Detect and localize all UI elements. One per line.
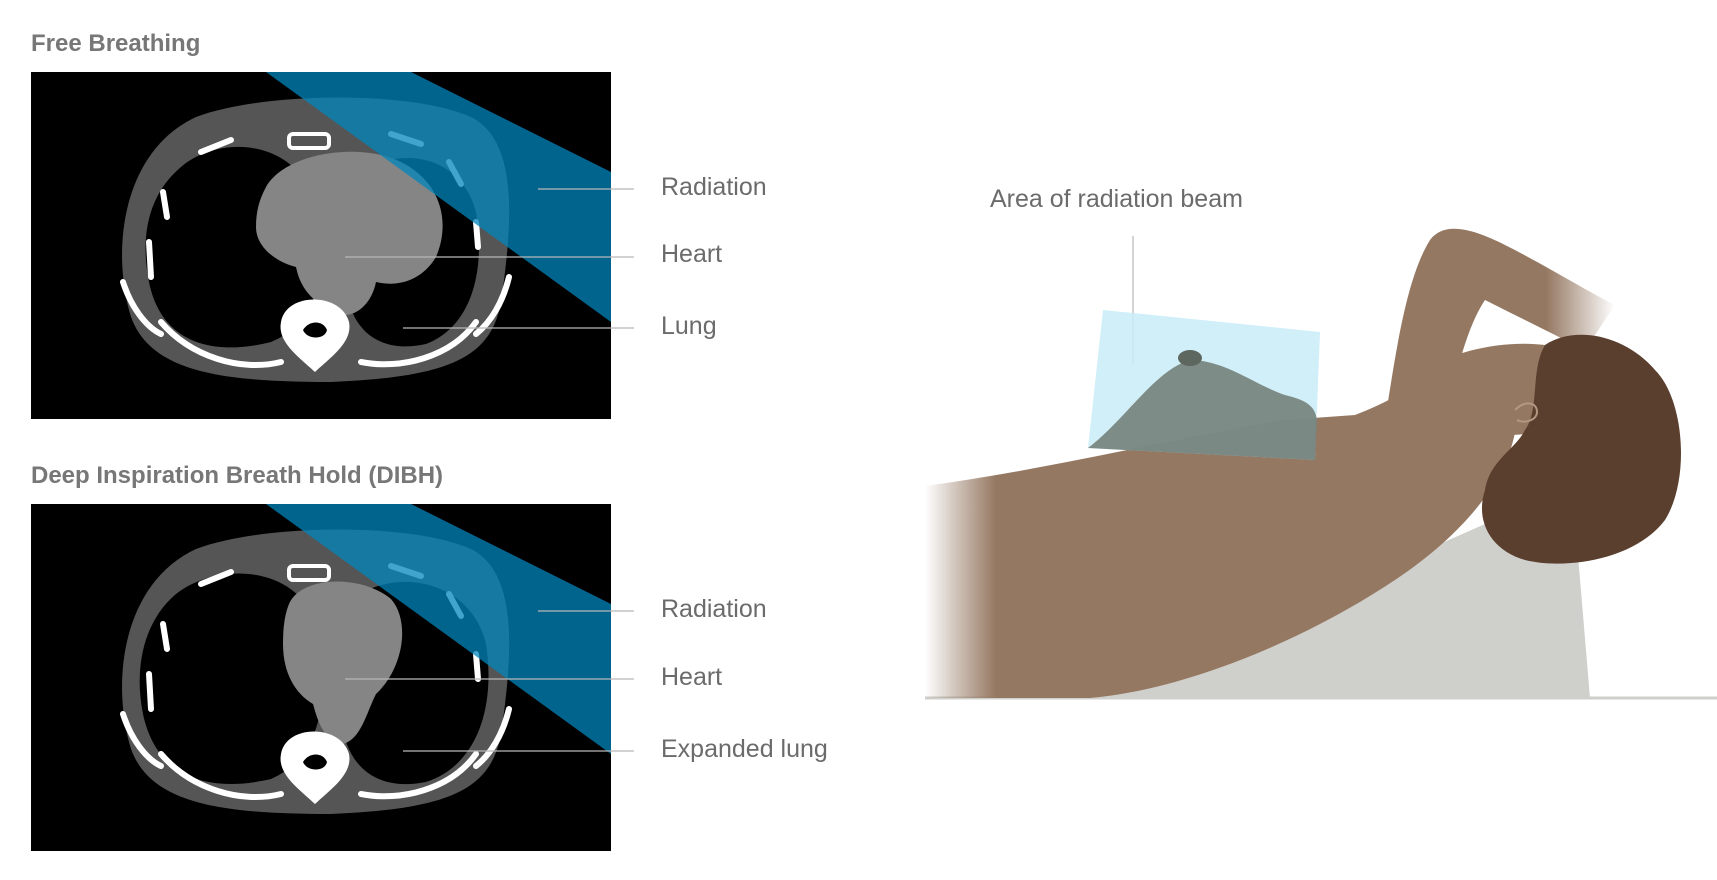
free-breathing-ct-scan bbox=[31, 72, 611, 419]
radiation-beam bbox=[266, 72, 611, 322]
patient-positioning-scene bbox=[925, 228, 1717, 700]
label-heart: Heart bbox=[661, 240, 723, 268]
label-area-of-radiation-beam: Area of radiation beam bbox=[990, 185, 1243, 213]
radiation-beam bbox=[266, 504, 611, 754]
dibh-ct-scan bbox=[31, 504, 611, 851]
free-breathing-title: Free Breathing bbox=[31, 30, 201, 57]
hair bbox=[1481, 334, 1682, 564]
heart-shape bbox=[256, 151, 443, 316]
label-heart: Heart bbox=[661, 663, 723, 691]
label-radiation: Radiation bbox=[661, 173, 767, 201]
label-radiation: Radiation bbox=[661, 595, 767, 623]
breast bbox=[1088, 360, 1317, 460]
torso bbox=[925, 360, 1517, 698]
dibh-title: Deep Inspiration Breath Hold (DIBH) bbox=[31, 462, 444, 489]
label-lung: Lung bbox=[661, 312, 717, 340]
label-expanded-lung: Expanded lung bbox=[661, 735, 828, 763]
heart-shape bbox=[283, 581, 403, 744]
left-lung bbox=[139, 573, 323, 784]
